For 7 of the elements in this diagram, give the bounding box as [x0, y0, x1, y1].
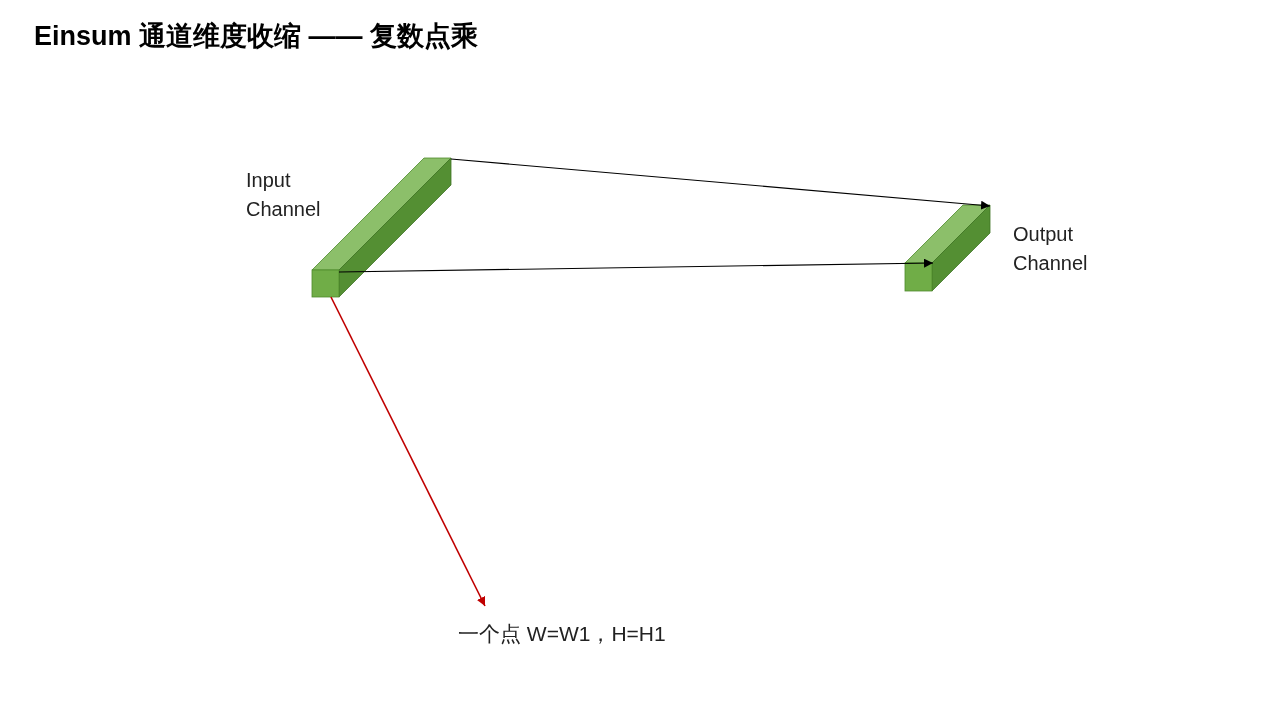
arrow — [330, 296, 486, 607]
arrow — [338, 258, 934, 273]
point-label: 一个点 W=W1，H=H1 — [458, 620, 698, 650]
channel-label: Input Channel — [246, 168, 322, 222]
channel-label: Output Channel — [1013, 222, 1089, 276]
title: Einsum 通道维度收缩 —— 复数点乘 — [34, 20, 479, 53]
channel-bar-drawing — [905, 204, 990, 291]
